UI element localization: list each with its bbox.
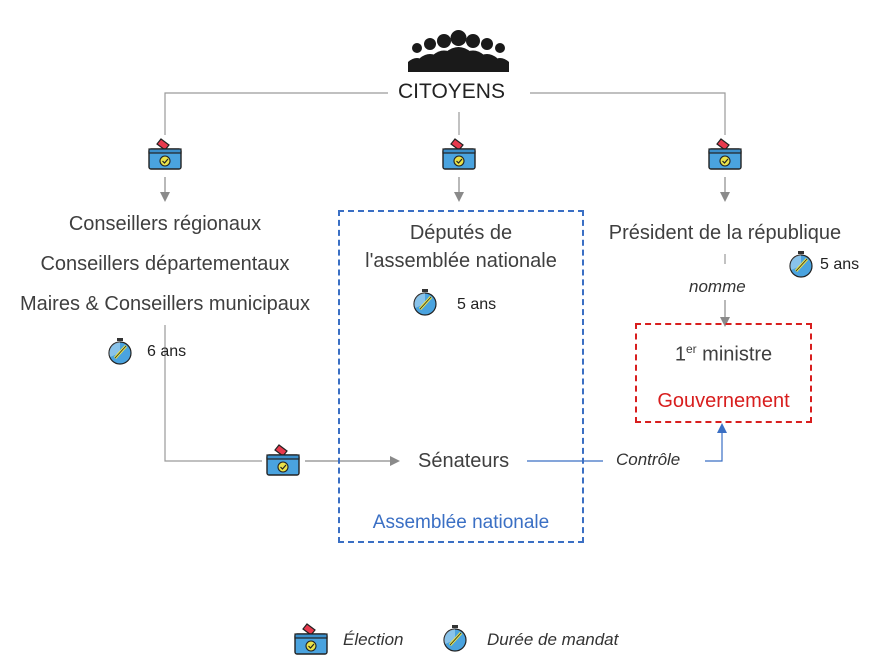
left-mandate: 6 ans (147, 343, 187, 360)
assembly-box (338, 210, 584, 543)
line-to-left (164, 92, 388, 135)
senators-label: Sénateurs (418, 450, 510, 472)
line-to-right (530, 92, 726, 135)
deputies-line1: Députés de (409, 222, 513, 244)
citizens-icon (408, 30, 509, 72)
right-mandate: 5 ans (820, 256, 860, 273)
ballot-icon-legend (294, 623, 328, 655)
stopwatch-icon-left (107, 336, 133, 366)
pm-number: 1 (674, 343, 686, 366)
assembly-label: Assemblée nationale (372, 512, 550, 533)
control-arrow (705, 423, 727, 462)
ballot-icon-left (148, 138, 182, 170)
deputies-line2: l'assemblée nationale (365, 250, 557, 272)
legend-election: Élection (343, 630, 404, 649)
line-left-to-senators (164, 325, 262, 462)
stopwatch-icon-right (788, 249, 814, 279)
stopwatch-icon-legend (442, 623, 468, 653)
regional-councillors: Conseillers régionaux (68, 213, 262, 235)
president-label: Président de la république (608, 222, 842, 244)
citizens-label: CITOYENS (398, 80, 505, 103)
government-label: Gouvernement (657, 390, 790, 412)
control-label: Contrôle (616, 450, 681, 469)
government-box (635, 323, 812, 423)
ballot-icon-right (708, 138, 742, 170)
appoints-label: nomme (689, 277, 746, 296)
departmental-councillors: Conseillers départementaux (40, 253, 290, 275)
ballot-icon-senators (266, 444, 300, 476)
prime-minister-label: 1er ministre (635, 342, 812, 367)
legend-mandate-duration: Durée de mandat (487, 630, 619, 649)
center-mandate: 5 ans (457, 296, 497, 313)
pm-superscript: er (685, 342, 697, 356)
pm-rest: ministre (696, 343, 773, 366)
ballot-icon-center (442, 138, 476, 170)
mayors-municipal-councillors: Maires & Conseillers municipaux (19, 293, 311, 315)
